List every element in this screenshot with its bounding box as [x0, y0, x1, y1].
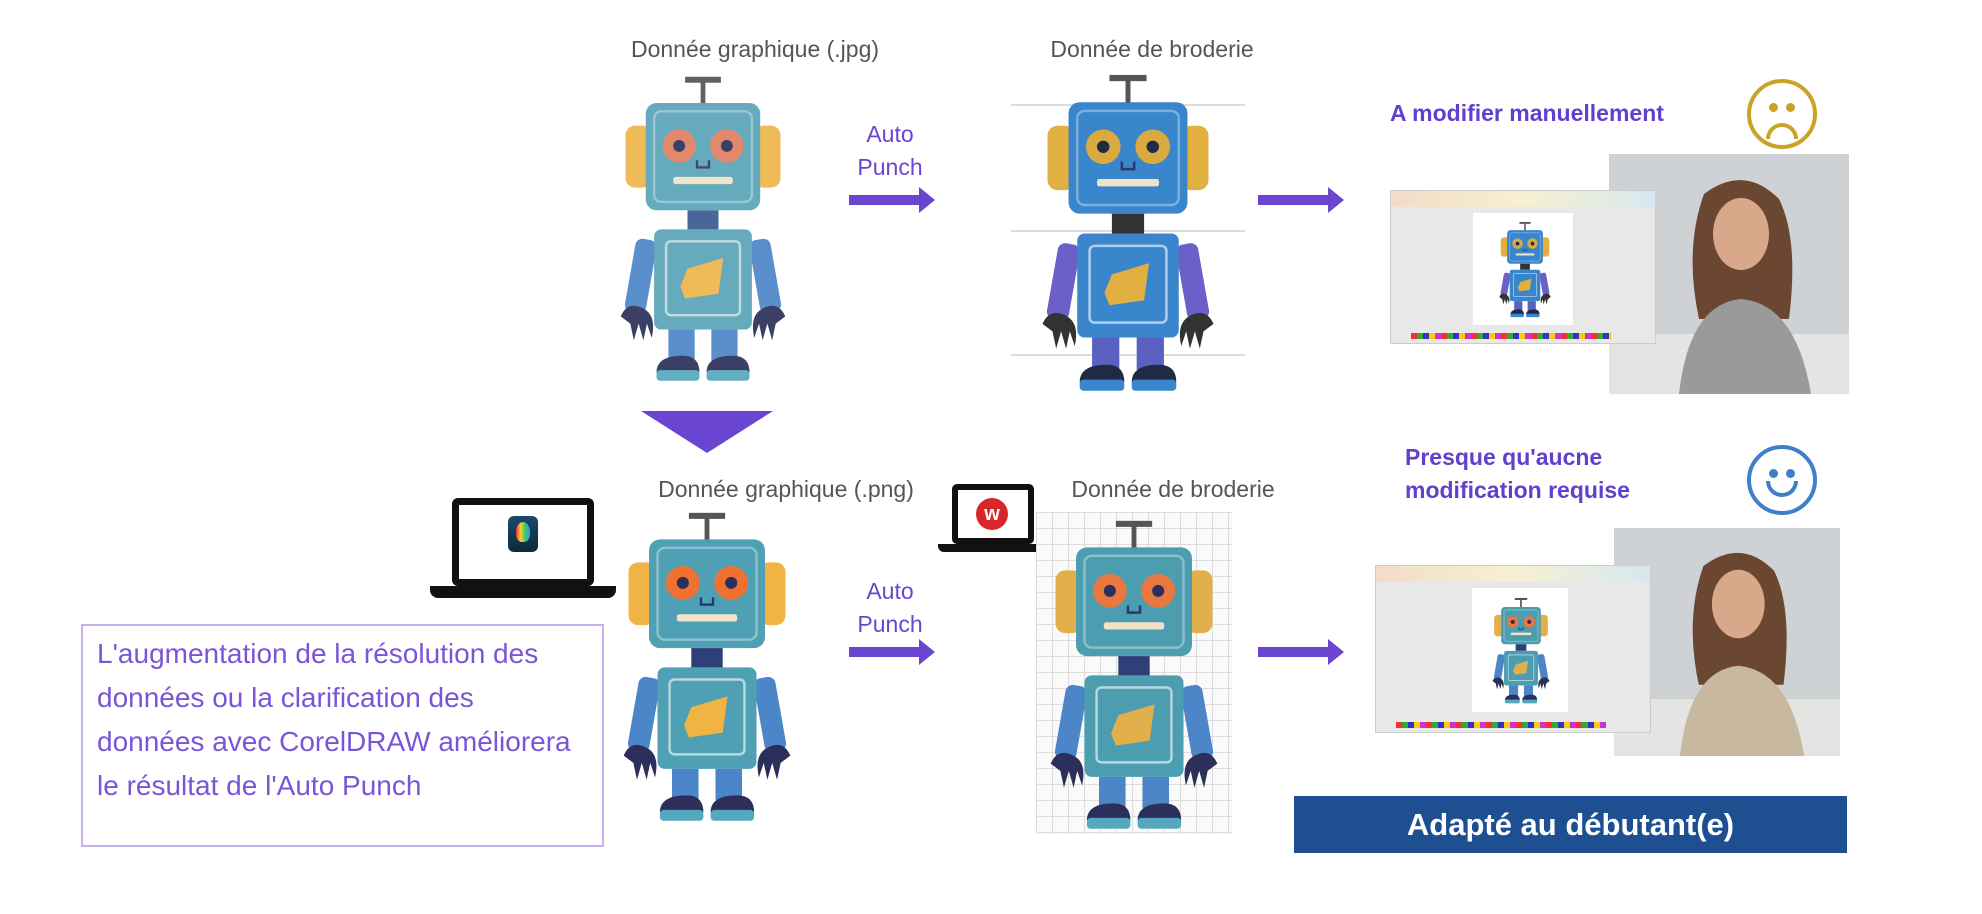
- wilcom-logo-icon: w: [976, 498, 1008, 530]
- auto-punch-label-top: Auto Punch: [857, 118, 922, 184]
- result-label-bottom: Presque qu'aucne modification requise: [1405, 441, 1630, 507]
- right-arrow-icon: [849, 187, 935, 213]
- right-arrow-icon: [849, 639, 935, 665]
- embroidery-preview-bottom: [1036, 512, 1232, 834]
- software-screenshot-top: [1390, 190, 1656, 344]
- software-screenshot-bottom: [1375, 565, 1651, 733]
- laptop-wilcom-icon: w: [938, 484, 1048, 556]
- explanation-note: L'augmentation de la résolution des donn…: [81, 624, 604, 847]
- auto-punch-line1: Auto: [866, 121, 914, 147]
- embroidery-caption-bottom: Donnée de broderie: [1071, 476, 1275, 502]
- source-caption-jpg: Donnée graphique (.jpg): [630, 36, 880, 62]
- robot-thumbnail: [1497, 217, 1553, 321]
- auto-punch-label-bottom: Auto Punch: [857, 575, 922, 641]
- robot-embroidery-top: [1033, 70, 1223, 392]
- robot-embroidery-bottom: [1040, 516, 1228, 830]
- source-caption-png: Donnée graphique (.png): [658, 476, 914, 502]
- sad-face-icon: [1747, 79, 1817, 149]
- embroidery-preview-top: [1011, 70, 1245, 392]
- robot-thumbnail: [1490, 594, 1552, 706]
- auto-punch-line2: Punch: [857, 611, 923, 637]
- down-arrow-icon: [641, 411, 773, 453]
- beginner-friendly-banner: Adapté au débutant(e): [1294, 796, 1847, 853]
- result-label-top: A modifier manuellement: [1390, 100, 1664, 126]
- laptop-coreldraw-icon: [430, 498, 616, 602]
- coreldraw-logo-icon: [508, 516, 538, 552]
- right-arrow-icon: [1258, 187, 1344, 213]
- happy-face-icon: [1747, 445, 1817, 515]
- result-label-line1: Presque qu'aucne: [1405, 444, 1603, 470]
- robot-jpg-image: [610, 72, 796, 382]
- auto-punch-line1: Auto: [866, 578, 914, 604]
- result-label-line2: modification requise: [1405, 477, 1630, 503]
- right-arrow-icon: [1258, 639, 1344, 665]
- auto-punch-line2: Punch: [857, 154, 923, 180]
- embroidery-caption-top: Donnée de broderie: [1050, 36, 1254, 62]
- robot-png-image: [612, 508, 802, 822]
